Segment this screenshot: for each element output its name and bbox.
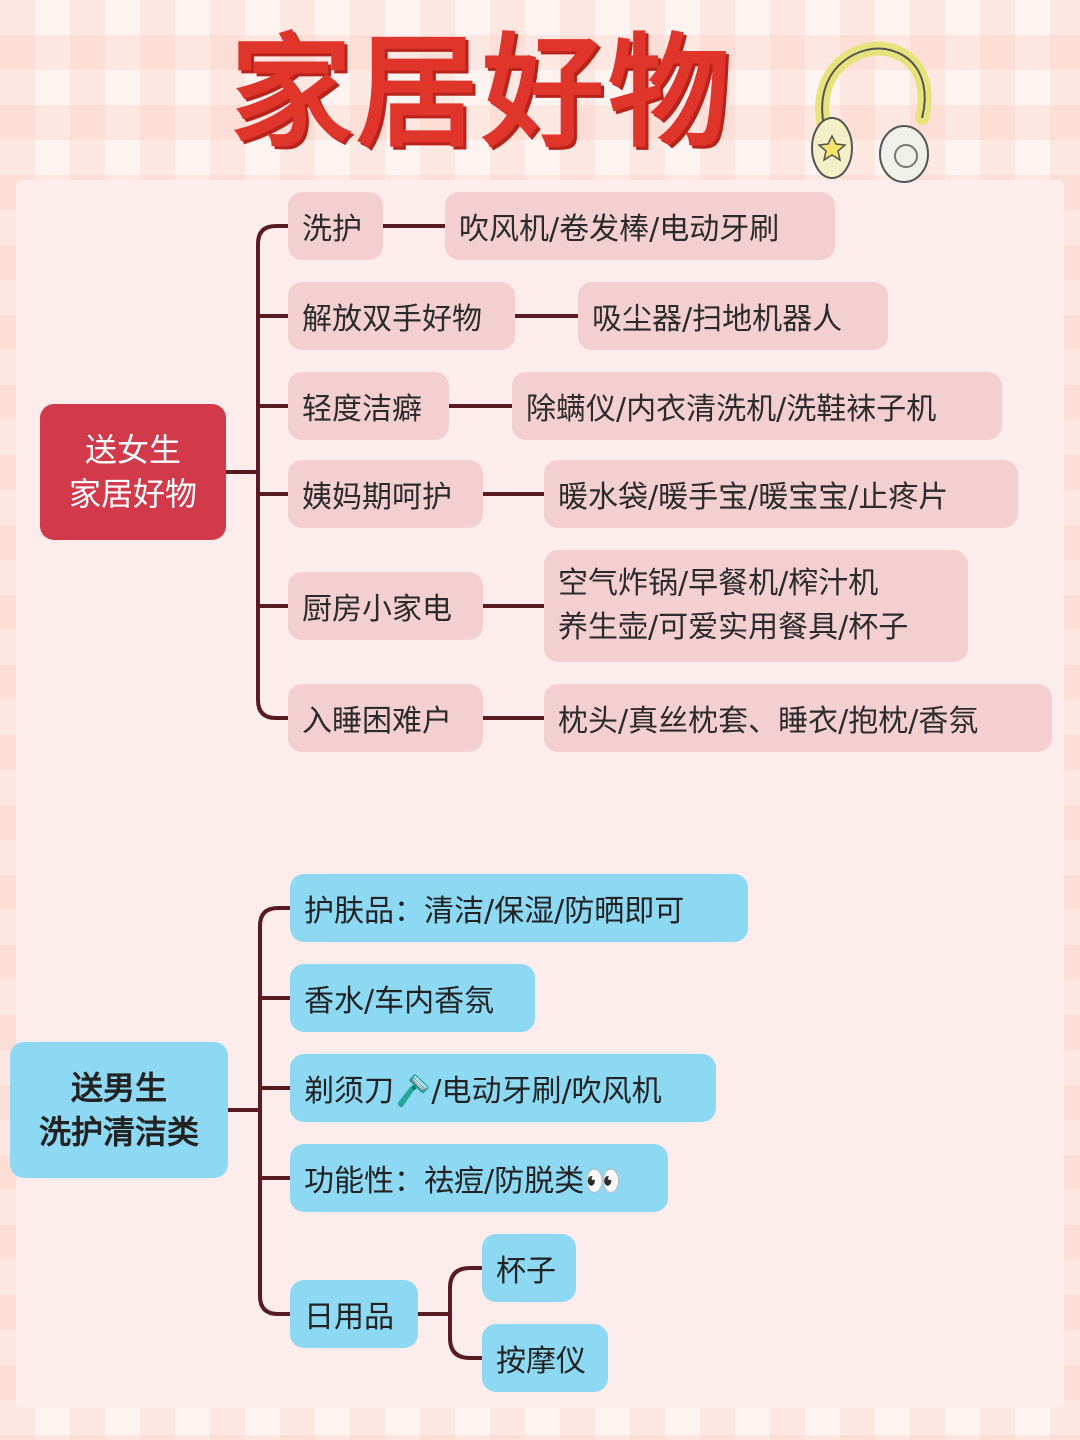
category-node: 解放双手好物 [288,282,515,350]
page-title: 家居好物 [230,22,734,164]
women-root-line2: 家居好物 [68,475,197,513]
detail-node: 枕头/真丝枕套、睡衣/抱枕/香氛 [544,684,1052,752]
men-root-line1: 送男生 [70,1069,167,1107]
men-root-node: 送男生 洗护清洁类 [10,1042,228,1178]
category-node: 姨妈期呵护 [288,460,483,528]
category-node: 日用品 [290,1280,418,1348]
category-node: 洗护 [288,192,383,260]
child-node: 杯子 [482,1234,576,1302]
detail-node: 吹风机/卷发棒/电动牙刷 [445,192,835,260]
detail-line: 养生壶/可爱实用餐具/杯子 [558,610,909,645]
category-node: 功能性：祛痘/防脱类👀 [290,1144,668,1212]
headphones-icon [811,41,932,183]
category-node: 护肤品：清洁/保湿/防晒即可 [290,874,748,942]
category-node: 剃须刀🪒/电动牙刷/吹风机 [290,1054,716,1122]
category-node: 厨房小家电 [288,572,483,640]
women-root-line1: 送女生 [84,431,181,469]
detail-node: 暖水袋/暖手宝/暖宝宝/止疼片 [544,460,1018,528]
women-root-node: 送女生 家居好物 [40,404,226,540]
detail-line: 空气炸锅/早餐机/榨汁机 [558,566,879,601]
category-node: 轻度洁癖 [288,372,449,440]
men-root-line2: 洗护清洁类 [38,1113,199,1151]
category-node: 入睡困难户 [288,684,483,752]
detail-node: 空气炸锅/早餐机/榨汁机 养生壶/可爱实用餐具/杯子 [544,550,968,662]
category-node: 香水/车内香氛 [290,964,535,1032]
detail-node: 除螨仪/内衣清洗机/洗鞋袜子机 [512,372,1002,440]
child-node: 按摩仪 [482,1324,608,1392]
detail-node: 吸尘器/扫地机器人 [578,282,888,350]
